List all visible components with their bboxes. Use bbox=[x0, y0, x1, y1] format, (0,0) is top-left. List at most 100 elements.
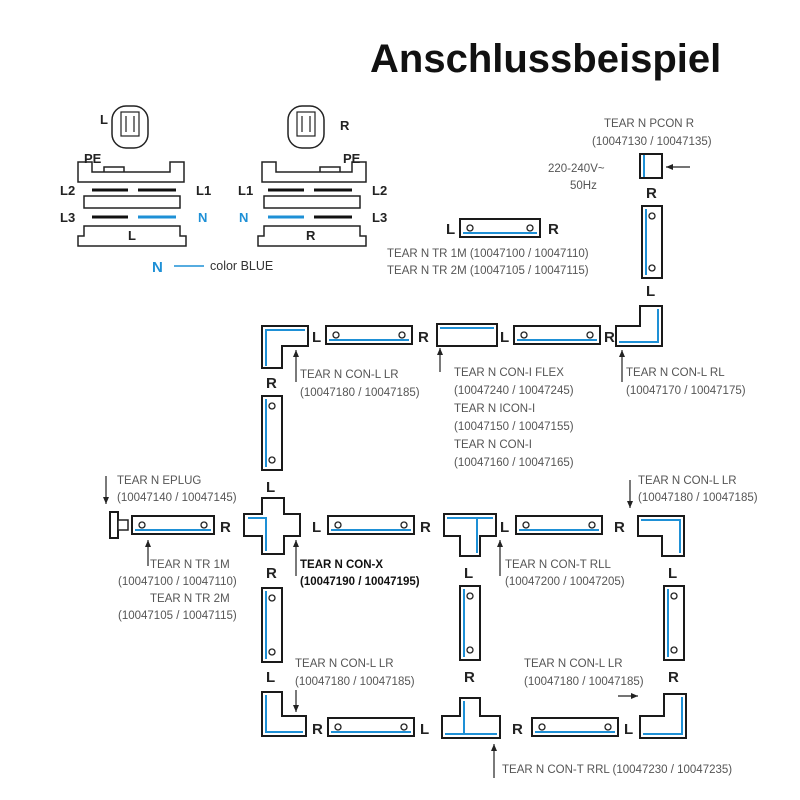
track-right-vertical-top bbox=[641, 205, 663, 279]
coni-flex bbox=[436, 323, 498, 347]
marker-r: R bbox=[312, 721, 323, 738]
marker-l: L bbox=[500, 519, 509, 536]
sch-left-n-label: N bbox=[198, 210, 207, 225]
label-conl-lr-br-name: TEAR N CON-L LR bbox=[524, 658, 623, 670]
marker-r: R bbox=[418, 329, 429, 346]
eplug bbox=[109, 511, 129, 539]
label-cont-rll-name: TEAR N CON-T RLL bbox=[505, 559, 611, 571]
marker-l: L bbox=[420, 721, 429, 738]
marker-l: L bbox=[312, 329, 321, 346]
sch-left-l2-label: L2 bbox=[60, 183, 75, 198]
label-coni-name: TEAR N CON-I bbox=[454, 439, 532, 451]
label-conl-lr-right-code: (10047180 / 10047185) bbox=[638, 492, 758, 504]
label-tr2-code: (10047105 / 10047115) bbox=[118, 610, 237, 622]
marker-l: L bbox=[266, 669, 275, 686]
label-eplug-code: (10047140 / 10047145) bbox=[117, 492, 237, 504]
sch-left-l3-label: L3 bbox=[60, 210, 75, 225]
sch-right-n-label: N bbox=[239, 210, 248, 225]
label-iconi-code: (10047150 / 10047155) bbox=[454, 421, 574, 433]
sch-right-pe-label: PE bbox=[343, 151, 361, 166]
track-middle-left bbox=[131, 515, 215, 535]
label-coni-flex-name: TEAR N CON-I FLEX bbox=[454, 367, 564, 379]
label-eplug-name: TEAR N EPLUG bbox=[117, 475, 201, 487]
marker-r: R bbox=[220, 519, 231, 536]
label-coni-flex-code: (10047240 / 10047245) bbox=[454, 385, 574, 397]
label-cont-rrl: TEAR N CON-T RRL (10047230 / 10047235) bbox=[502, 764, 732, 776]
label-conl-rl-name: TEAR N CON-L RL bbox=[626, 367, 725, 379]
track-top-1 bbox=[325, 325, 413, 345]
track-bottom-2 bbox=[531, 717, 619, 737]
marker-r: R bbox=[614, 519, 625, 536]
marker-r: R bbox=[266, 565, 277, 582]
corner-middle-right bbox=[637, 515, 685, 557]
label-tr1-name: TEAR N TR 1M bbox=[150, 559, 230, 571]
corner-top-left bbox=[261, 325, 309, 369]
label-coni-code: (10047160 / 10047165) bbox=[454, 457, 574, 469]
marker-l: L bbox=[446, 221, 455, 238]
marker-r: R bbox=[548, 221, 559, 238]
marker-l: L bbox=[646, 283, 655, 300]
track-left-vertical-1 bbox=[261, 395, 283, 471]
marker-r: R bbox=[604, 329, 615, 346]
corner-top-right bbox=[615, 305, 663, 347]
corner-bottom-right bbox=[639, 693, 687, 739]
label-frequency: 50Hz bbox=[570, 180, 597, 192]
label-tr1-code: (10047100 / 10047110) bbox=[118, 576, 237, 588]
track-top-2 bbox=[513, 325, 601, 345]
marker-l: L bbox=[500, 329, 509, 346]
marker-l: L bbox=[464, 565, 473, 582]
label-cont-rll-code: (10047200 / 10047205) bbox=[505, 576, 625, 588]
sch-right-l1-label: L1 bbox=[238, 183, 253, 198]
con-x bbox=[243, 497, 301, 555]
legend-text: color BLUE bbox=[210, 259, 273, 273]
con-t-rll bbox=[443, 513, 497, 557]
label-pcon-name: TEAR N PCON R bbox=[604, 118, 694, 130]
marker-r: R bbox=[668, 669, 679, 686]
label-tr-sample-2: TEAR N TR 2M (10047105 / 10047115) bbox=[387, 265, 589, 277]
marker-r: R bbox=[464, 669, 475, 686]
sch-right-l3-label: L3 bbox=[372, 210, 387, 225]
sch-left-top-label: L bbox=[100, 112, 108, 127]
label-conl-lr-bl-code: (10047180 / 10047185) bbox=[295, 676, 415, 688]
pcon-box bbox=[639, 153, 663, 179]
sch-left-l1-label: L1 bbox=[196, 183, 211, 198]
label-conx-name: TEAR N CON-X bbox=[300, 559, 383, 571]
marker-l: L bbox=[624, 721, 633, 738]
track-middle-2 bbox=[327, 515, 415, 535]
track-sample bbox=[459, 218, 541, 238]
label-conl-rl-code: (10047170 / 10047175) bbox=[626, 385, 746, 397]
schematic-left: L PE L2 L1 L3 N L bbox=[60, 105, 211, 247]
marker-r: R bbox=[512, 721, 523, 738]
marker-r: R bbox=[646, 185, 657, 202]
sch-left-bottom-label: L bbox=[128, 228, 136, 243]
label-conl-lr-top-name: TEAR N CON-L LR bbox=[300, 369, 399, 381]
label-conl-lr-top-code: (10047180 / 10047185) bbox=[300, 387, 420, 399]
label-pcon-code: (10047130 / 10047135) bbox=[592, 136, 712, 148]
marker-l: L bbox=[266, 479, 275, 496]
label-conl-lr-br-code: (10047180 / 10047185) bbox=[524, 676, 644, 688]
schematic-right: R PE L1 L2 N L3 R bbox=[238, 105, 387, 247]
label-conl-lr-bl-name: TEAR N CON-L LR bbox=[295, 658, 394, 670]
sch-right-l2-label: L2 bbox=[372, 183, 387, 198]
track-middle-3 bbox=[515, 515, 603, 535]
lr-markers: L R R L L R L R R L R L R L R R L L L R … bbox=[220, 185, 679, 738]
marker-r: R bbox=[266, 375, 277, 392]
annotation-arrows bbox=[103, 164, 690, 778]
label-tr2-name: TEAR N TR 2M bbox=[150, 593, 230, 605]
sch-right-bottom-label: R bbox=[306, 228, 316, 243]
con-t-rrl bbox=[441, 697, 501, 739]
sch-right-top-label: R bbox=[340, 118, 350, 133]
track-middle-vertical bbox=[459, 585, 481, 661]
track-right-vertical-2 bbox=[663, 585, 685, 661]
legend-symbol: N bbox=[152, 259, 163, 276]
marker-r: R bbox=[420, 519, 431, 536]
page-title: Anschlussbeispiel bbox=[370, 37, 721, 81]
marker-l: L bbox=[312, 519, 321, 536]
sch-left-pe-label: PE bbox=[84, 151, 102, 166]
label-voltage: 220-240V~ bbox=[548, 163, 605, 175]
track-bottom-1 bbox=[327, 717, 415, 737]
label-conl-lr-right-name: TEAR N CON-L LR bbox=[638, 475, 737, 487]
corner-bottom-left bbox=[261, 691, 307, 737]
